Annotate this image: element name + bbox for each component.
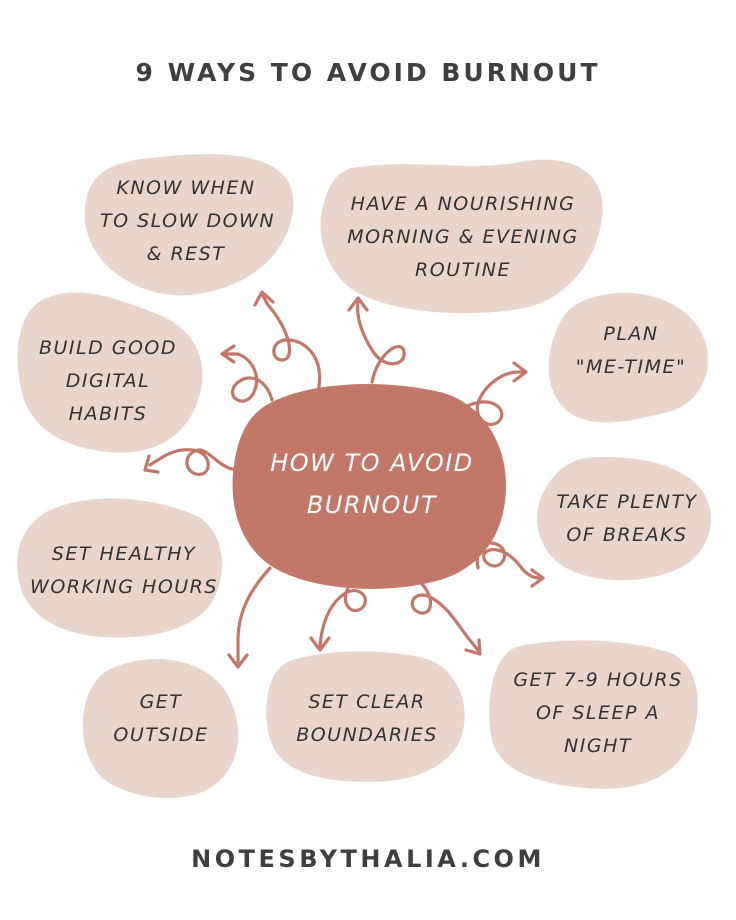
tip-label-boundaries: SET CLEAR BOUNDARIES bbox=[282, 686, 452, 752]
tip-label-rest: KNOW WHEN TO SLOW DOWN & REST bbox=[100, 172, 276, 271]
arrow-to-sleep bbox=[410, 580, 482, 656]
tip-line: HAVE A NOURISHING bbox=[350, 193, 576, 215]
tip-line: GET 7-9 HOURS bbox=[513, 669, 683, 691]
tip-line: SET HEALTHY bbox=[51, 543, 197, 565]
tip-label-outside: GET OUTSIDE bbox=[96, 686, 226, 752]
tip-blob-rest bbox=[84, 154, 294, 296]
center-line: HOW TO AVOID bbox=[270, 449, 474, 477]
arrow-to-digital bbox=[220, 344, 274, 403]
center-label: HOW TO AVOID BURNOUT bbox=[240, 442, 504, 526]
tip-line: "ME-TIME" bbox=[575, 356, 687, 378]
tip-line: BOUNDARIES bbox=[296, 724, 438, 746]
tip-line: HABITS bbox=[68, 403, 148, 425]
tip-line: TAKE PLENTY bbox=[556, 491, 698, 513]
tip-label-sleep: GET 7-9 HOURS OF SLEEP A NIGHT bbox=[500, 664, 696, 763]
tip-blob-digital bbox=[17, 292, 203, 453]
tip-line: WORKING HOURS bbox=[30, 576, 218, 598]
tip-line: SET CLEAR bbox=[308, 691, 426, 713]
tip-line: MORNING & EVENING bbox=[347, 226, 579, 248]
tip-line: PLAN bbox=[603, 323, 659, 345]
arrow-to-rest bbox=[253, 290, 322, 394]
tip-label-routine: HAVE A NOURISHING MORNING & EVENING ROUT… bbox=[338, 188, 588, 287]
tip-line: & REST bbox=[146, 243, 226, 265]
tip-blob-sleep bbox=[489, 640, 698, 789]
tip-line: GET bbox=[139, 691, 183, 713]
tip-line: DIGITAL bbox=[65, 370, 151, 392]
tip-label-digital: BUILD GOOD DIGITAL HABITS bbox=[28, 332, 188, 431]
tip-blob-metime bbox=[548, 292, 709, 423]
tip-line: NIGHT bbox=[564, 735, 632, 757]
tip-line: OF BREAKS bbox=[566, 524, 688, 546]
arrow-to-outside bbox=[227, 566, 272, 669]
center-line: BURNOUT bbox=[306, 491, 438, 519]
arrow-to-metime bbox=[458, 361, 528, 427]
page-title: 9 WAYS TO AVOID BURNOUT bbox=[135, 58, 601, 87]
tip-label-working-hours: SET HEALTHY WORKING HOURS bbox=[26, 538, 222, 604]
tip-blob-working-hours bbox=[17, 498, 222, 638]
arrow-to-breaks bbox=[475, 541, 545, 588]
tip-label-breaks: TAKE PLENTY OF BREAKS bbox=[546, 486, 708, 552]
arrow-to-habits-left bbox=[143, 448, 242, 476]
tip-blob-boundaries bbox=[266, 651, 465, 782]
tip-line: KNOW WHEN bbox=[116, 177, 256, 199]
tip-blob-outside bbox=[82, 658, 239, 799]
arrow-to-boundaries bbox=[309, 586, 367, 652]
footer-website: NOTESBYTHALIA.COM bbox=[191, 845, 545, 873]
tip-line: ROUTINE bbox=[415, 259, 511, 281]
tip-blob-breaks bbox=[537, 457, 711, 581]
tip-blob-routine bbox=[320, 159, 603, 314]
tip-line: OUTSIDE bbox=[113, 724, 209, 746]
tip-line: BUILD GOOD bbox=[38, 337, 178, 359]
center-hub bbox=[232, 384, 507, 589]
tip-label-metime: PLAN "ME-TIME" bbox=[562, 318, 700, 384]
tip-line: TO SLOW DOWN bbox=[100, 210, 276, 232]
tip-line: OF SLEEP A bbox=[535, 702, 661, 724]
arrow-to-routine bbox=[347, 296, 406, 384]
